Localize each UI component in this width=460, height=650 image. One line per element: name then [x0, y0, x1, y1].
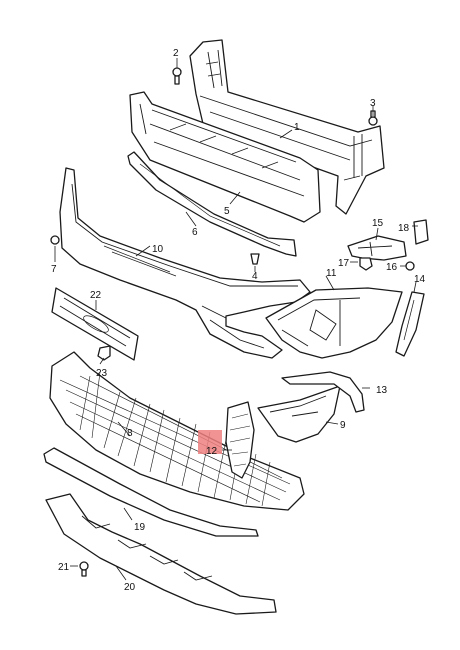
- callout-1: 1: [294, 122, 300, 133]
- part-21-screw: [79, 561, 89, 577]
- part-8-lower-bumper: [49, 351, 305, 511]
- part-6-spoiler-strip: [127, 151, 297, 257]
- fasteners: [50, 67, 415, 577]
- part-10-bumper-cover: [59, 167, 311, 359]
- part-20-diffuser: [45, 493, 277, 615]
- part-13-trim-strip: [281, 371, 365, 413]
- callout-20: 20: [124, 582, 136, 593]
- callout-15: 15: [372, 218, 384, 229]
- part-15-bracket: [347, 235, 407, 261]
- callout-12: 12: [206, 446, 218, 457]
- callout-4: 4: [252, 271, 258, 282]
- part-3-screw: [368, 110, 378, 126]
- callout-18: 18: [398, 223, 410, 234]
- callout-22: 22: [90, 290, 102, 301]
- part-4-clip: [250, 253, 260, 265]
- callout-7: 7: [51, 264, 57, 275]
- part-16-screw: [405, 261, 415, 271]
- callout-11: 11: [326, 268, 337, 279]
- leader-lines: [54, 58, 418, 581]
- callout-labels: 1 2 3 4 5 6 7 8 9 10 11 12 13 14 15 16 1…: [51, 48, 426, 593]
- part-17-nut: [359, 257, 373, 271]
- part-9-lower-grille: [257, 385, 341, 443]
- callout-3: 3: [370, 98, 376, 109]
- callout-5: 5: [224, 206, 230, 217]
- callout-21: 21: [58, 562, 70, 573]
- callout-9: 9: [340, 420, 346, 431]
- part-2-screw: [172, 67, 182, 85]
- part-18-clip: [413, 219, 429, 245]
- callout-13: 13: [376, 385, 388, 396]
- part-1-impact-beam: [189, 39, 385, 215]
- part-12-grille-insert: [198, 401, 255, 479]
- part-14-side-strip: [395, 291, 425, 357]
- part-11-grille-frame: [265, 287, 403, 359]
- callout-19: 19: [134, 522, 146, 533]
- callout-17: 17: [338, 258, 350, 269]
- part-22-plate-bracket: [51, 287, 139, 361]
- part-7-cap: [50, 235, 60, 245]
- callout-14: 14: [414, 274, 426, 285]
- callout-6: 6: [192, 227, 198, 238]
- callout-2: 2: [173, 48, 179, 59]
- part-23-clip: [97, 345, 111, 361]
- part-5-absorber: [129, 91, 321, 223]
- callout-16: 16: [386, 262, 398, 273]
- part-19-lower-lip: [43, 447, 259, 537]
- callout-8: 8: [127, 428, 133, 439]
- callout-10: 10: [152, 244, 164, 255]
- highlight-marker: [198, 430, 222, 454]
- callout-23: 23: [96, 368, 108, 379]
